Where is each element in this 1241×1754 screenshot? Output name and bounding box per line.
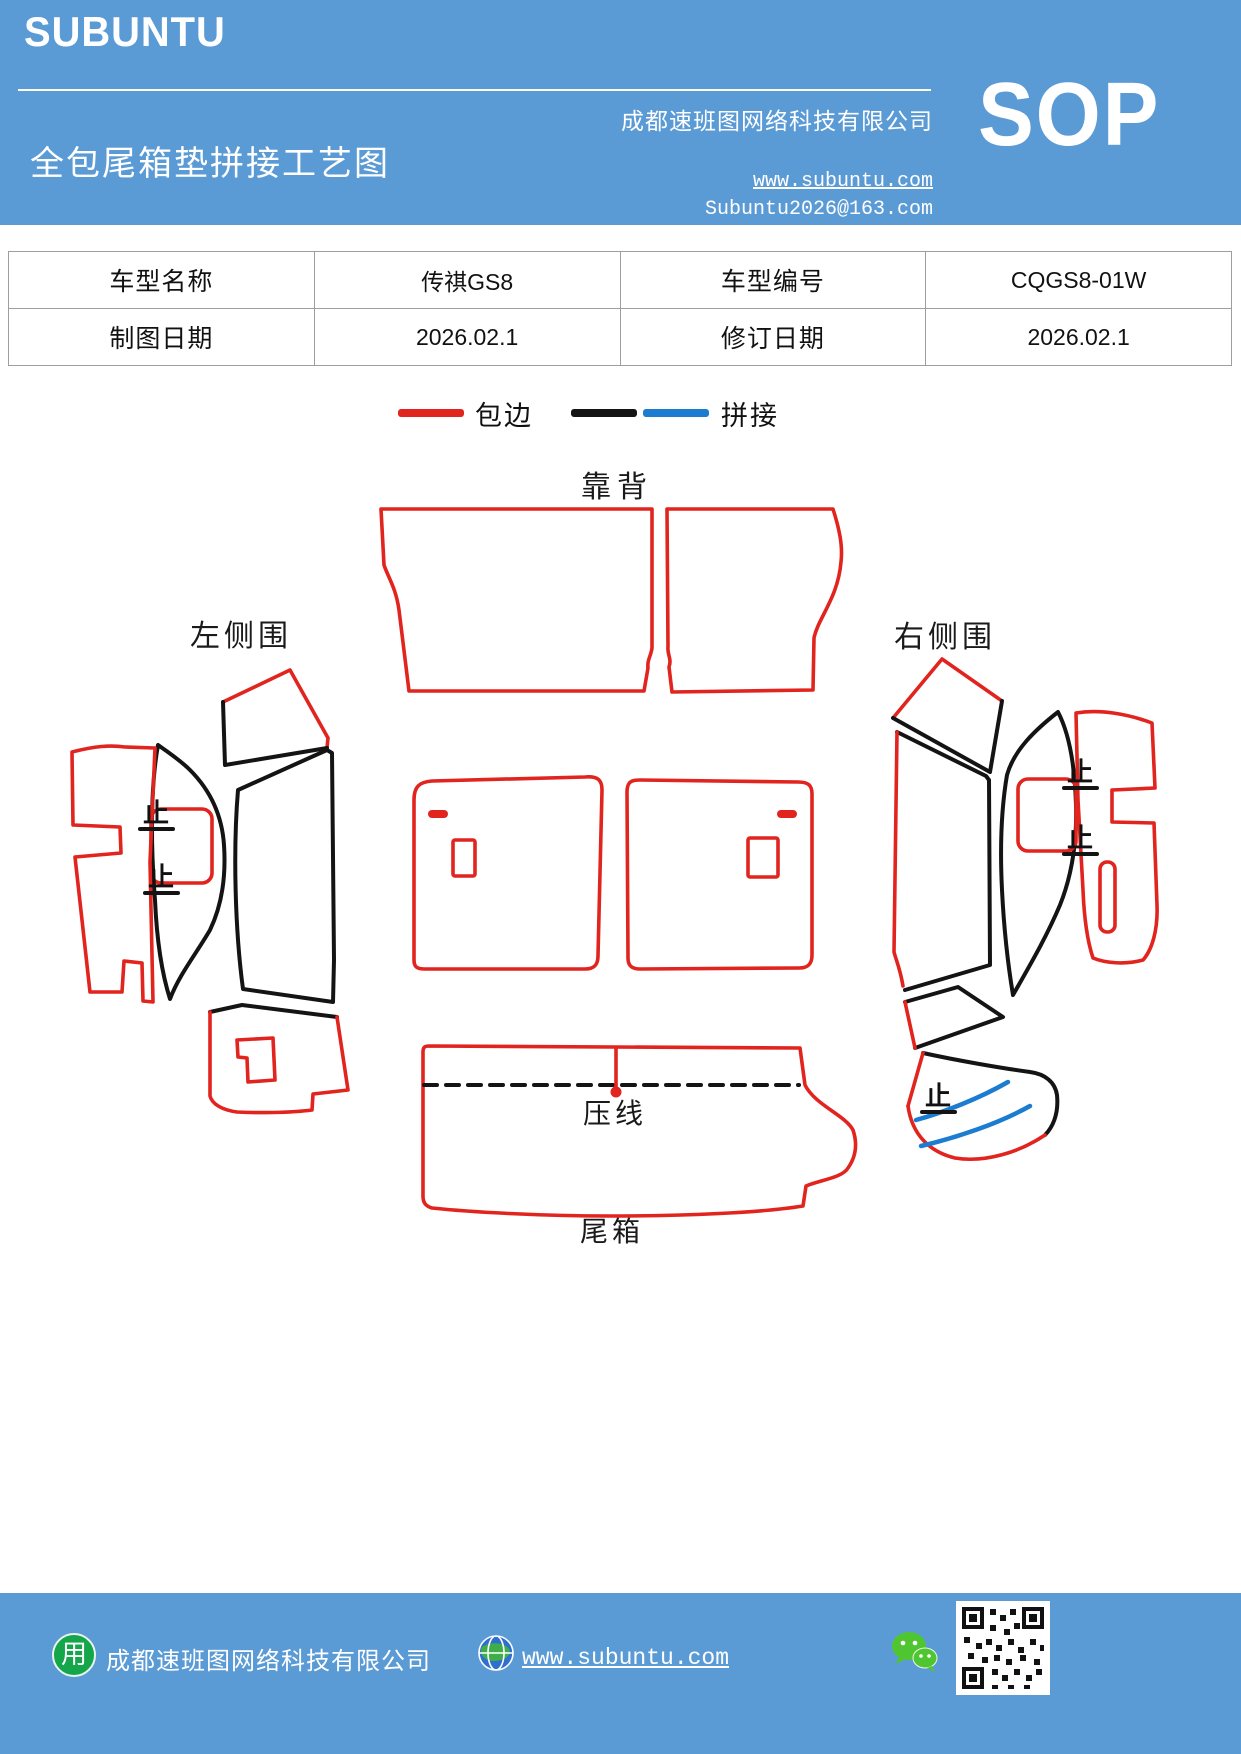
globe-icon [478, 1635, 514, 1671]
header-banner: SUBUNTU 全包尾箱垫拼接工艺图 成都速班图网络科技有限公司 www.sub… [0, 0, 1241, 225]
page-title: 全包尾箱垫拼接工艺图 [30, 146, 390, 183]
legend: 包边 拼接 [398, 396, 779, 431]
backrest-right-outline [665, 507, 844, 694]
draw-date-label: 制图日期 [8, 308, 315, 366]
cushion-right-slot-mark [777, 810, 797, 818]
stop-mark-1: 止 [143, 799, 169, 828]
header-email: Subuntu2026@163.com [704, 198, 933, 221]
table-row: 车型名称 传祺GS8 车型编号 CQGS8-01W [8, 251, 1232, 309]
revise-date-value: 2026.02.1 [925, 308, 1232, 366]
model-code-label: 车型编号 [619, 251, 927, 309]
cushion-left-hole [451, 838, 477, 878]
footer-website-link[interactable]: www.subuntu.com [522, 1645, 730, 1671]
trunk-label: 尾箱 [580, 1216, 644, 1248]
stop-mark-4: 止 [1067, 824, 1093, 853]
table-row: 制图日期 2026.02.1 修订日期 2026.02.1 [8, 308, 1232, 366]
splice-piece-black-edges [921, 1051, 1060, 1137]
right-tall-piece-black-edges [895, 730, 992, 992]
splice-piece-left-edge [906, 1051, 925, 1108]
draw-date-value: 2026.02.1 [313, 308, 621, 366]
qr-code [956, 1601, 1050, 1695]
doc-type-label: SOP [978, 65, 1161, 165]
backrest-left-outline [379, 507, 654, 693]
footer-company-name: 成都速班图网络科技有限公司 [106, 1649, 431, 1675]
left-tall-piece-outline [233, 748, 336, 1004]
right-red-box [1016, 777, 1078, 853]
left-big-red-outline [70, 744, 157, 1004]
cushion-left-outline [412, 775, 604, 971]
footer-banner: 用 成都速班图网络科技有限公司 www.subuntu.com [0, 1593, 1241, 1754]
press-line-label: 压线 [583, 1098, 647, 1130]
splice-blue-swatch [643, 409, 709, 417]
splice-line-1 [913, 1079, 1011, 1123]
right-small-quad-black-edges [903, 985, 1005, 1050]
right-big-red-outline [1074, 709, 1159, 965]
left-bottom-piece-top-edge [208, 1003, 339, 1019]
header-divider [18, 89, 931, 91]
cushion-left-slot-mark [428, 810, 448, 818]
cushion-right-outline [625, 778, 814, 971]
vehicle-info-table: 车型名称 传祺GS8 车型编号 CQGS8-01W 制图日期 2026.02.1… [8, 251, 1232, 366]
wechat-icon [892, 1632, 938, 1672]
stop-mark-3: 止 [1067, 758, 1093, 787]
brand-logo: SUBUNTU [24, 8, 226, 55]
right-quad-red-edges [891, 657, 1004, 720]
stop-mark-2: 止 [148, 863, 174, 892]
model-name-label: 车型名称 [8, 251, 315, 309]
splice-legend-label: 拼接 [721, 400, 779, 431]
right-side-label: 右侧围 [894, 621, 996, 654]
right-tall-piece-red-edge [892, 730, 905, 988]
header-website-link[interactable]: www.subuntu.com [752, 170, 933, 193]
left-quad-red-edges [221, 668, 330, 750]
trunk-outline [421, 1044, 858, 1218]
splice-line-2 [918, 1103, 1033, 1149]
left-bottom-piece-hole [235, 1036, 277, 1084]
right-small-quad-red-edge [903, 1000, 917, 1050]
model-name-value: 传祺GS8 [313, 251, 621, 309]
stop-mark-5: 止 [925, 1082, 951, 1111]
revise-date-label: 修订日期 [619, 308, 927, 366]
left-bottom-piece-outline [208, 1010, 350, 1115]
left-blade-outline [149, 743, 227, 1001]
left-quad-black-edges [221, 700, 329, 767]
right-big-red-slot [1098, 860, 1117, 934]
company-logo-icon: 用 [52, 1633, 96, 1677]
header-company-name: 成都速班图网络科技有限公司 [621, 109, 933, 134]
right-quad-black-edges [891, 699, 1004, 774]
edge-legend-label: 包边 [475, 400, 533, 431]
splice-black-swatch [571, 409, 637, 417]
press-line-dot [610, 1086, 622, 1098]
cushion-right-hole [746, 836, 780, 879]
left-side-label: 左侧围 [190, 620, 292, 653]
edge-line-swatch [398, 409, 464, 417]
backrest-label: 靠背 [581, 471, 653, 504]
splice-piece-bottom-edge [906, 1104, 1047, 1161]
model-code-value: CQGS8-01W [925, 251, 1232, 309]
